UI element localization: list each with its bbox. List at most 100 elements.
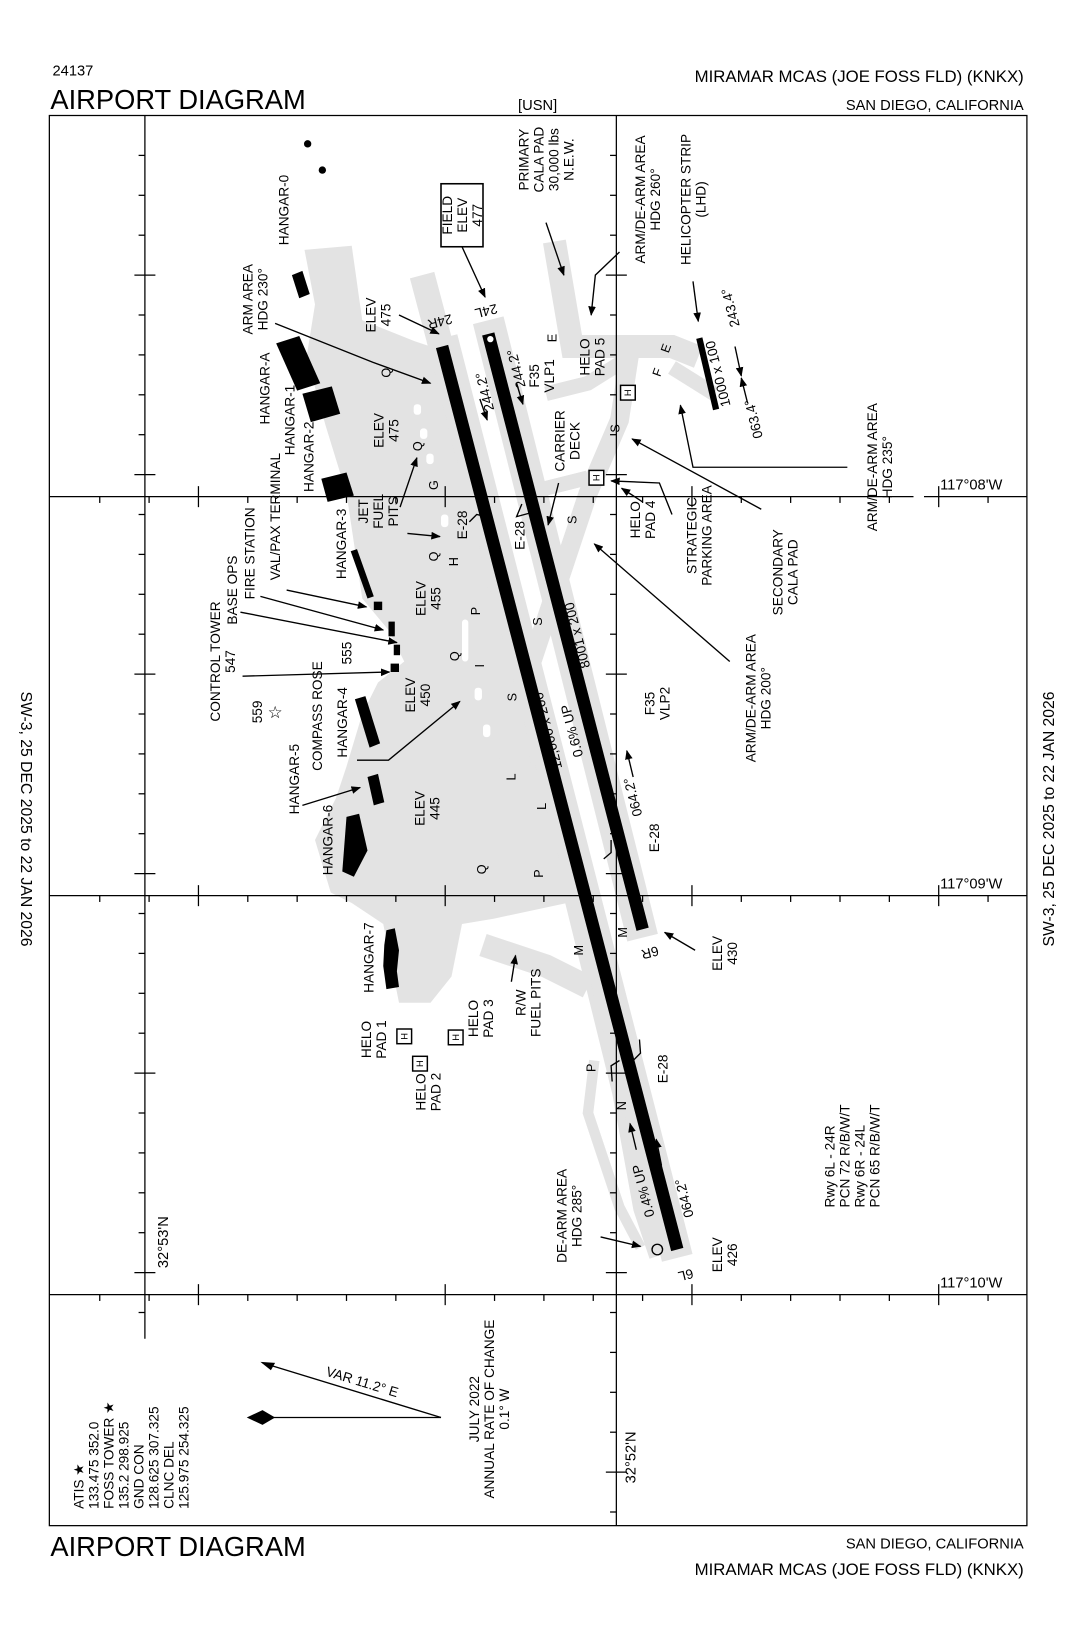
label-line: F35: [527, 364, 542, 388]
fire-station-label: FIRE STATION: [243, 507, 258, 599]
e28-label: E-28: [647, 823, 662, 852]
taxiway-label: N: [615, 1101, 629, 1110]
label-line: HELO: [414, 1073, 429, 1110]
hangar-2-building: [321, 472, 354, 502]
label-line: PARKING AREA: [700, 484, 715, 585]
taxiway-label: Q: [475, 864, 489, 874]
pcn-label: Rwy 6L - 24RPCN 72 R/B/W/TRwy 6R - 24LPC…: [822, 1104, 882, 1208]
runway-end-dot: [487, 336, 494, 343]
taxiway-label: F: [650, 366, 666, 378]
label-line: HANGAR-7: [361, 922, 376, 992]
operator-label: [USN]: [518, 98, 557, 114]
taxiway-label: Q: [380, 368, 394, 378]
f35-vlp1-label: F35VLP1: [527, 359, 557, 392]
label-line: HANGAR-0: [276, 174, 291, 245]
primary-cala-pad-label: PRIMARYCALA PAD30,000 lbsN.E.W.: [516, 127, 576, 193]
label-line: PRIMARY: [516, 129, 531, 191]
helipad-icon: H: [619, 384, 636, 401]
latitude-32-53: 32°53'N: [156, 1216, 172, 1268]
label-line: E-28: [647, 823, 662, 852]
label-line: Rwy 6L - 24R: [822, 1125, 837, 1207]
hangar-6-building: [342, 813, 368, 877]
taxiway-label: G: [427, 480, 441, 490]
label-line: VLP1: [542, 359, 557, 392]
elev-426-label: ELEV426: [710, 1236, 740, 1272]
label-line: JET: [356, 499, 371, 524]
label-line: HDG 285°: [569, 1185, 584, 1247]
taxiway-label: S: [608, 424, 622, 432]
elev-445-label: ELEV445: [413, 790, 443, 826]
label-line: E-28: [455, 511, 470, 540]
frequencies-list: ATIS ★133.475 352.0FOSS TOWER ★135.2 298…: [72, 1402, 192, 1509]
label-line: HELO: [628, 501, 643, 538]
helo-pad-5-label: HELOPAD 5: [577, 337, 607, 376]
arm-dearm-235-label: ARM/DE-ARM AREAHDG 235°: [865, 402, 895, 531]
label-line: 475: [387, 419, 402, 442]
label-line: PCN 65 R/B/W/T: [867, 1104, 882, 1208]
taxiway-label: S: [506, 693, 520, 701]
label-line: FUEL PITS: [528, 969, 543, 1037]
taxiway-label: Q: [427, 551, 441, 561]
label-line: HANGAR-A: [257, 352, 272, 425]
helicopter-strip: [696, 337, 720, 411]
label-line: ELEV: [372, 412, 387, 448]
label-line: ARM/DE-ARM AREA: [743, 633, 758, 762]
label-line: FOSS TOWER ★: [102, 1402, 117, 1509]
airport-location: SAN DIEGO, CALIFORNIA: [846, 98, 1024, 114]
label-line: 0.1° W: [497, 1388, 512, 1429]
label-line: HDG 200°: [758, 667, 773, 729]
label-line: VAL/PAX TERMINAL: [268, 453, 283, 581]
label-line: 125.975 254.325: [177, 1406, 192, 1509]
taxiway-labels: Q Q G Q H P Q I S L L Q P M M P N S S S …: [380, 334, 675, 1110]
effective-dates-left: SW-3, 25 DEC 2025 to 22 JAN 2026: [17, 691, 34, 946]
val-pax-terminal-label: VAL/PAX TERMINAL: [268, 453, 283, 581]
label-line: 133.475 352.0: [87, 1421, 102, 1509]
label-line: HANGAR-1: [283, 385, 298, 456]
helo-pad-2-label: HELOPAD 2: [414, 1073, 444, 1111]
label-line: CONTROL TOWER: [208, 601, 223, 721]
svg-text:H: H: [592, 474, 603, 481]
de-arm-285-label: DE-ARM AREAHDG 285°: [554, 1168, 584, 1263]
helipads: H H H H H: [396, 384, 636, 1072]
label-line: 477: [470, 204, 485, 227]
footer-airport-name: MIRAMAR MCAS (JOE FOSS FLD) (KNKX): [695, 1560, 1024, 1579]
label-line: HELICOPTER STRIP: [678, 134, 693, 265]
label-line: COMPASS ROSE: [310, 661, 325, 771]
helicopter-strip-label: HELICOPTER STRIP(LHD): [678, 134, 708, 265]
helo-pad-3-label: HELOPAD 3: [466, 999, 496, 1037]
label-line: PAD 5: [592, 337, 607, 376]
label-line: 555: [339, 641, 354, 664]
hangar-7-label: HANGAR-7: [361, 922, 376, 992]
label-line: 455: [429, 587, 444, 610]
label-line: FUEL: [371, 494, 386, 529]
secondary-cala-pad-label: SECONDARYCALA PAD: [771, 529, 801, 615]
label-line: PAD 4: [643, 500, 658, 539]
longitude-117-10: 117°10'W: [940, 1275, 1002, 1291]
taxiway-label: S: [565, 516, 579, 524]
helipad-icon: H: [447, 1029, 464, 1046]
label-line: E-28: [655, 1054, 670, 1083]
label-line: ELEV: [403, 677, 418, 713]
chart-title: AIRPORT DIAGRAM: [50, 84, 305, 115]
elev-430-label: ELEV430: [710, 935, 740, 971]
label-line: HDG 230°: [255, 268, 270, 330]
label-line: Rwy 6R - 24L: [852, 1124, 867, 1207]
label-line: VLP2: [658, 687, 673, 720]
label-line: DE-ARM AREA: [554, 1168, 569, 1263]
taxiway-label: H: [447, 557, 461, 566]
label-line: ELEV: [710, 935, 725, 971]
taxiway-label: Q: [448, 651, 462, 661]
label-line: CALA PAD: [531, 127, 546, 193]
taxiway-label: Q: [411, 441, 425, 451]
label-line: CLNC DEL: [162, 1441, 177, 1509]
taxiway-label: L: [505, 773, 519, 780]
e28-label: E-28: [655, 1054, 670, 1083]
label-line: HDG 235°: [880, 436, 895, 498]
taxiway-label: M: [616, 927, 630, 938]
rw-fuel-pits-label: R/WFUEL PITS: [513, 969, 543, 1037]
obstruction-dot-icon: [303, 140, 312, 148]
label-line: ANNUAL RATE OF CHANGE: [482, 1320, 497, 1499]
taxiway-label: M: [572, 945, 586, 956]
helo-pad-1-label: HELOPAD 1: [359, 1020, 389, 1058]
taxiway-label: P: [532, 869, 546, 877]
